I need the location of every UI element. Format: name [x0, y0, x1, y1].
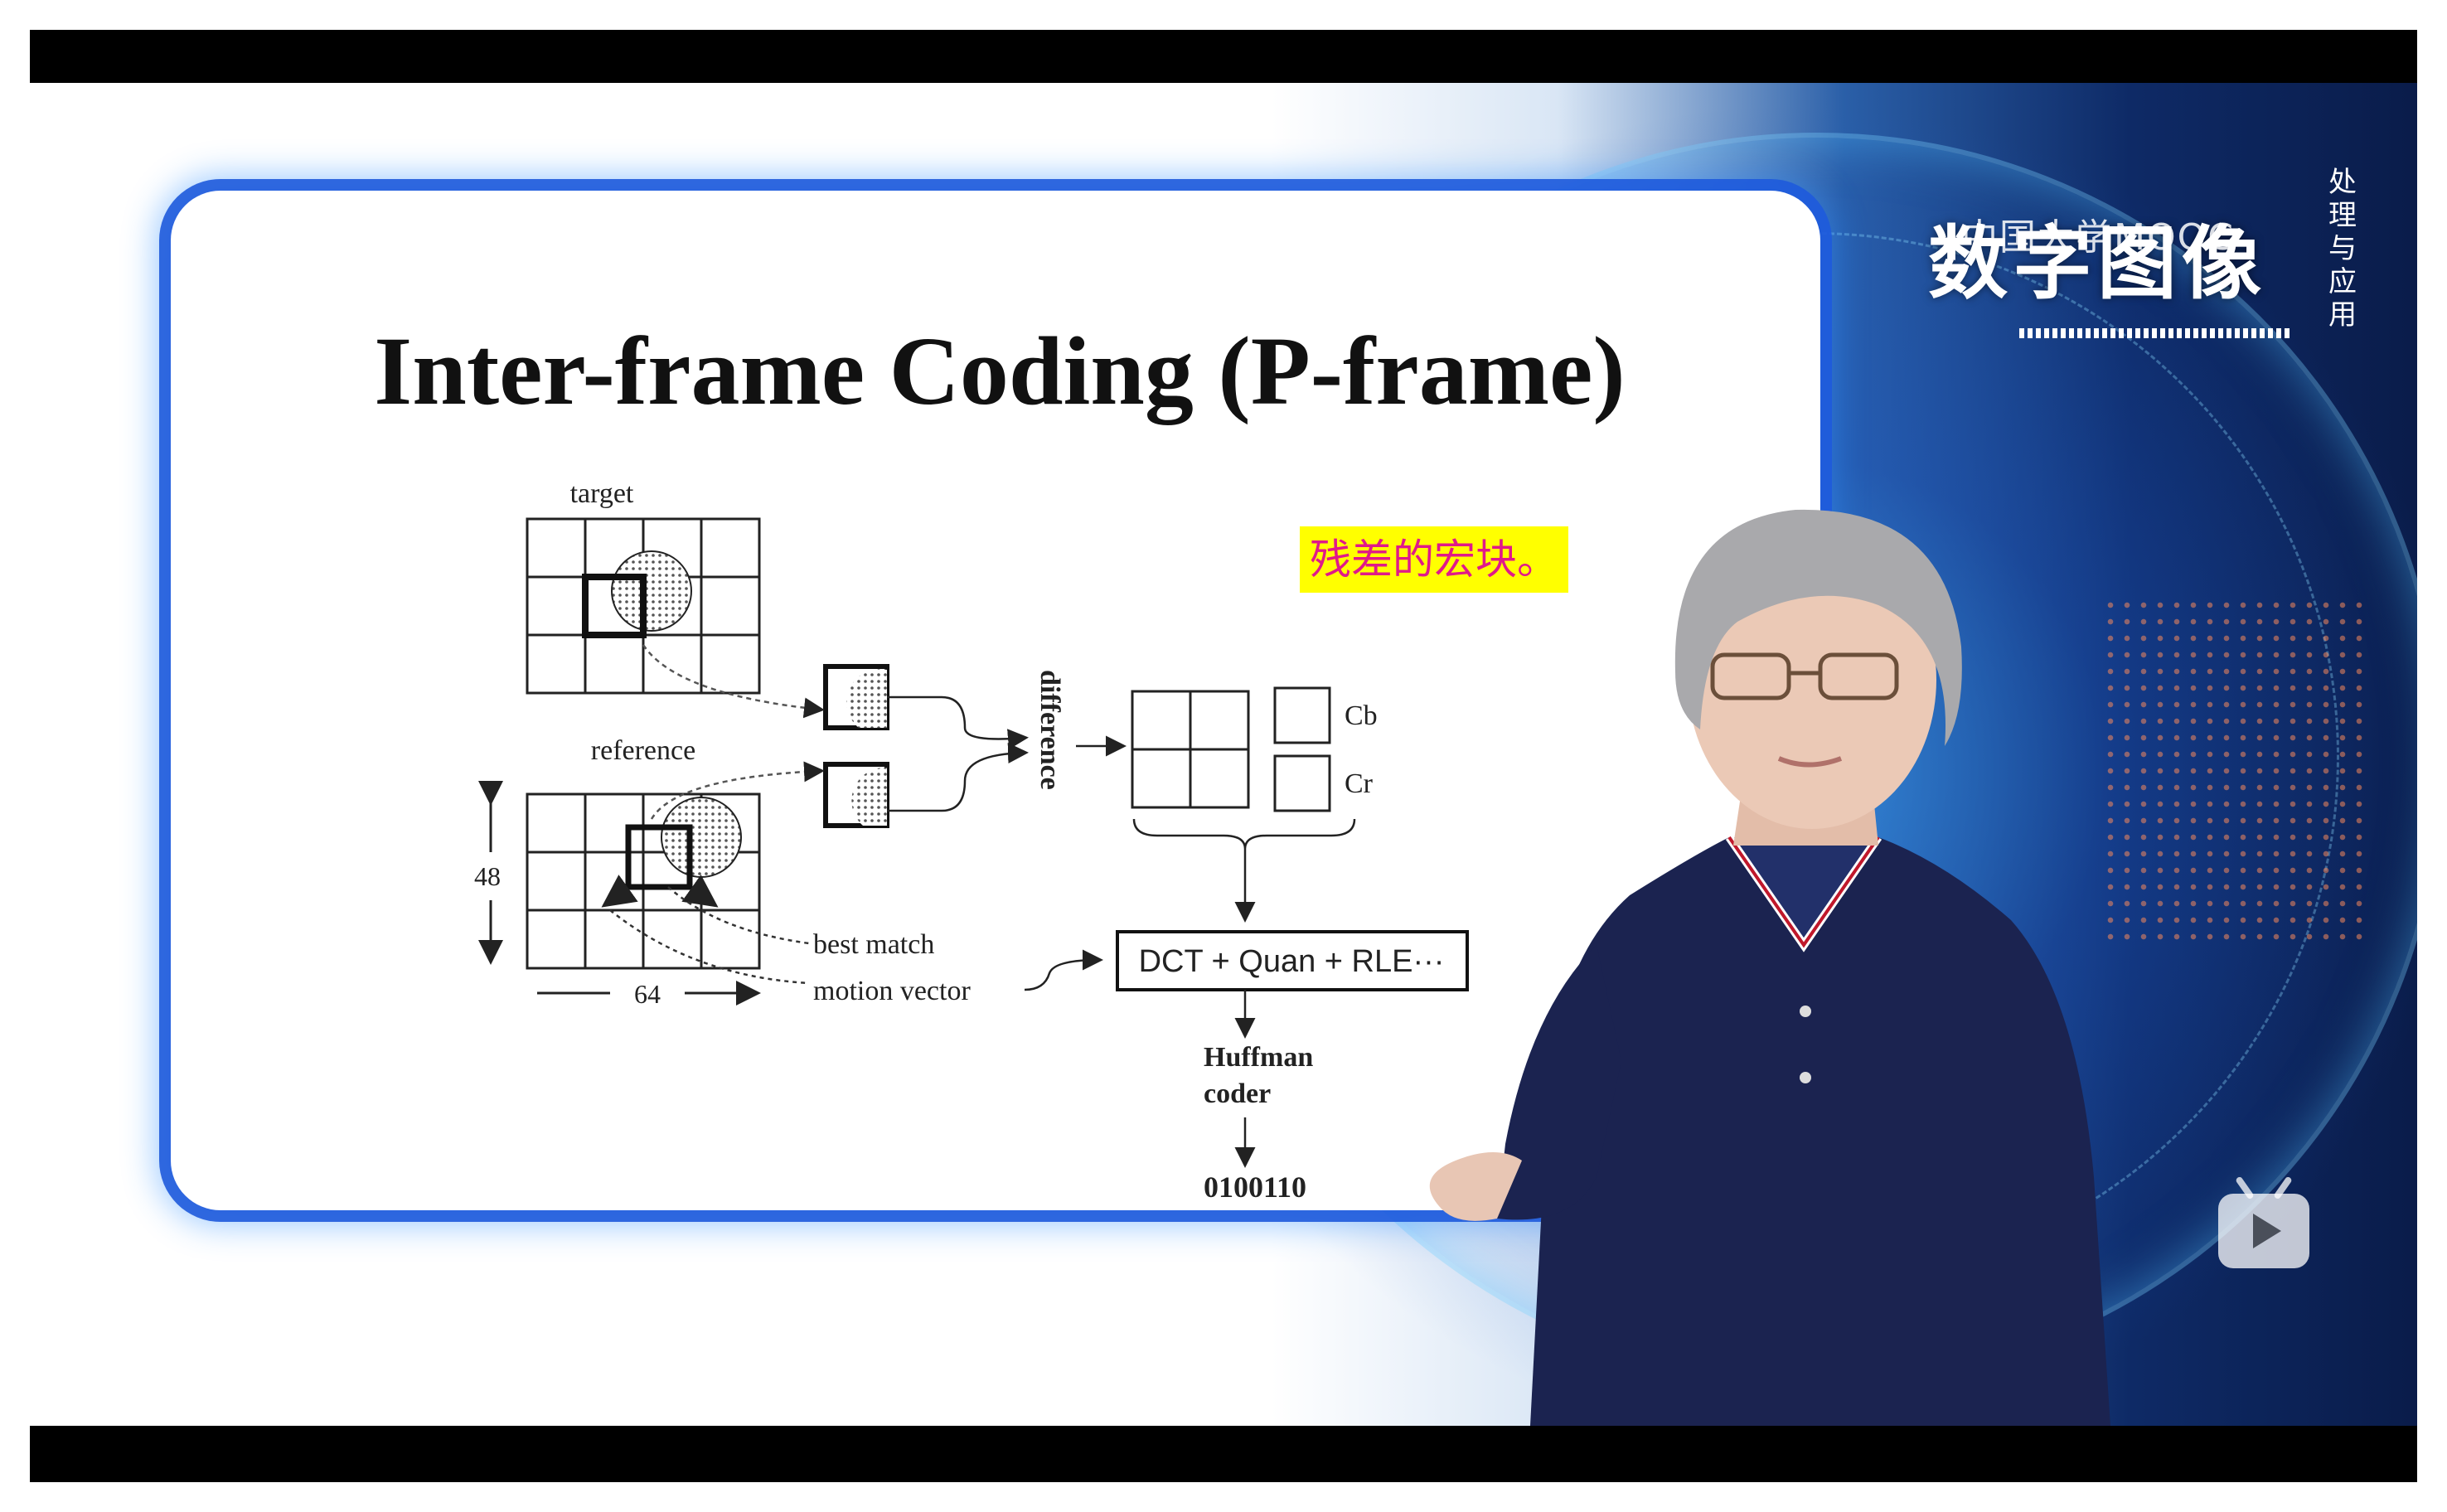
course-logo: 数字图像 中国大学MOOC 处理与应用: [1928, 166, 2376, 348]
p-frame-diagram: target reference: [474, 478, 1469, 1204]
slide-title: Inter-frame Coding (P-frame): [374, 317, 1626, 425]
presenter-shirt: [1530, 837, 2110, 1426]
difference-label: difference: [1035, 670, 1065, 790]
subtitle-caption: 残差的宏块。: [1300, 526, 1568, 593]
play-icon: [2253, 1214, 2281, 1248]
presenter-hair: [1674, 509, 1962, 746]
presenter-glasses: [1710, 652, 1899, 700]
reference-best-block: [625, 824, 693, 890]
target-block: [582, 574, 647, 638]
cr-label: Cr: [1345, 768, 1374, 799]
y-blocks: [1131, 690, 1250, 809]
width-label: 64: [634, 979, 661, 1009]
bilibili-tv-icon[interactable]: [2218, 1194, 2309, 1268]
video-player[interactable]: 数字图像 中国大学MOOC 处理与应用 Inter-frame Coding (…: [30, 30, 2417, 1482]
bits-label: 0100110: [1204, 1170, 1306, 1204]
logo-org: 中国大学MOOC: [1961, 216, 2235, 259]
reference-circle: [661, 797, 742, 878]
reference-arrow: [650, 761, 825, 820]
coder-label: coder: [1204, 1078, 1271, 1109]
presenter: [1429, 509, 2110, 1426]
reference-label: reference: [591, 735, 695, 766]
height-label: 48: [474, 861, 501, 891]
logo-bar: [2019, 328, 2293, 338]
background-dots: [2102, 597, 2367, 945]
cr-block: [1273, 754, 1331, 812]
logo-title: 数字图像: [1928, 217, 2266, 310]
target-circle: [611, 550, 692, 632]
lecture-slide: Inter-frame Coding (P-frame): [171, 191, 1820, 1210]
video-frame[interactable]: 数字图像 中国大学MOOC 处理与应用 Inter-frame Coding (…: [30, 83, 2417, 1426]
dct-box: [1116, 930, 1469, 991]
huffman-label: Huffman: [1204, 1042, 1313, 1073]
best-match-label: best match: [813, 929, 934, 960]
target-label: target: [570, 478, 634, 509]
logo-vertical-text: 处理与应用: [2328, 166, 2357, 332]
motion-vector-label: motion vector: [813, 976, 971, 1006]
cb-block: [1273, 686, 1331, 744]
target-arrow: [642, 644, 825, 719]
presenter-arm: [1497, 945, 1621, 1220]
cb-label: Cb: [1345, 700, 1378, 731]
dct-label: DCT + Quan + RLE···: [1139, 944, 1445, 979]
